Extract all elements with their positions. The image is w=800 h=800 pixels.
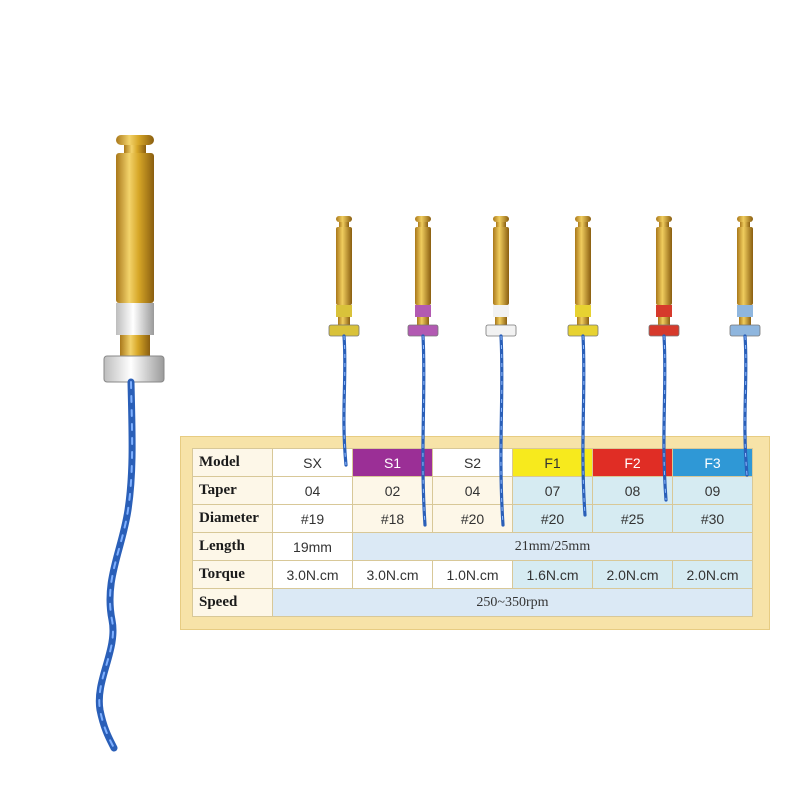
label-torque: Torque [192,560,273,589]
taper-f1: 07 [512,476,593,505]
taper-f2: 08 [592,476,673,505]
row-length: Length 19mm 21mm/25mm [192,532,753,561]
taper-s1: 02 [352,476,433,505]
length-sx: 19mm [272,532,353,561]
label-diameter: Diameter [192,504,273,533]
label-length: Length [192,532,273,561]
speed-value: 250~350rpm [272,588,753,617]
spec-table: Model SX S1 S2 F1 F2 F3 Taper 04 02 04 0… [192,448,753,617]
length-others: 21mm/25mm [352,532,753,561]
taper-f3: 09 [672,476,753,505]
model-f3: F3 [672,448,753,477]
diameter-f3: #30 [672,504,753,533]
torque-s1: 3.0N.cm [352,560,433,589]
torque-s2: 1.0N.cm [432,560,513,589]
row-taper: Taper 04 02 04 07 08 09 [192,476,753,505]
large-file-handle [116,153,154,303]
model-s1: S1 [352,448,433,477]
diameter-sx: #19 [272,504,353,533]
torque-f2: 2.0N.cm [592,560,673,589]
row-torque: Torque 3.0N.cm 3.0N.cm 1.0N.cm 1.6N.cm 2… [192,560,753,589]
label-speed: Speed [192,588,273,617]
model-s2: S2 [432,448,513,477]
taper-sx: 04 [272,476,353,505]
model-f1: F1 [512,448,593,477]
diameter-f1: #20 [512,504,593,533]
torque-sx: 3.0N.cm [272,560,353,589]
model-f2: F2 [592,448,673,477]
model-sx: SX [272,448,353,477]
row-diameter: Diameter #19 #18 #20 #20 #25 #30 [192,504,753,533]
torque-f3: 2.0N.cm [672,560,753,589]
large-file-stopper [103,355,165,383]
large-file-cap [116,135,154,145]
row-model: Model SX S1 S2 F1 F2 F3 [192,448,753,477]
taper-s2: 04 [432,476,513,505]
diameter-s1: #18 [352,504,433,533]
large-file-white-band [116,303,154,335]
label-taper: Taper [192,476,273,505]
diameter-f2: #25 [592,504,673,533]
label-model: Model [192,448,273,477]
row-speed: Speed 250~350rpm [192,588,753,617]
torque-f1: 1.6N.cm [512,560,593,589]
diameter-s2: #20 [432,504,513,533]
